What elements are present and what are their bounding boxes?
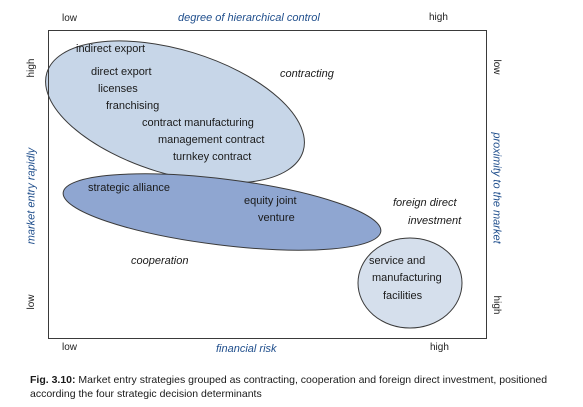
figure-caption: Fig. 3.10: Market entry strategies group…	[30, 373, 570, 401]
group-label-cooperation: cooperation	[131, 255, 189, 267]
diagram-frame	[48, 30, 487, 339]
fdi-ellipse	[357, 237, 463, 329]
item-management-contract: management contract	[158, 134, 265, 146]
caption-label: Fig. 3.10:	[30, 374, 76, 386]
right-axis-high: high	[491, 295, 502, 315]
item-equity-joint: equity joint	[244, 195, 297, 207]
cooperation-ellipse	[62, 173, 382, 251]
item-strategic-alliance: strategic alliance	[88, 182, 170, 194]
item-service-and: service and	[369, 255, 426, 267]
right-axis-low: low	[491, 59, 502, 75]
group-label-fdi-line2: investment	[408, 215, 462, 227]
bottom-axis-low: low	[62, 342, 78, 353]
bottom-axis-title: financial risk	[216, 343, 277, 355]
item-facilities: facilities	[383, 290, 423, 302]
left-axis-title: market entry rapidly	[25, 147, 38, 245]
left-axis-high: high	[26, 58, 37, 78]
caption-text: Market entry strategies grouped as contr…	[30, 374, 548, 400]
group-label-fdi-line1: foreign direct	[393, 197, 457, 209]
item-contract-manufacturing: contract manufacturing	[142, 117, 254, 129]
group-label-contracting: contracting	[280, 68, 334, 80]
left-axis-low: low	[26, 294, 37, 310]
top-axis-title: degree of hierarchical control	[178, 12, 320, 24]
item-franchising: franchising	[106, 100, 160, 112]
item-licenses: licenses	[98, 83, 138, 95]
item-direct-export: direct export	[91, 66, 152, 78]
contracting-ellipse	[45, 40, 305, 184]
bottom-axis-high: high	[430, 342, 449, 353]
top-axis-low: low	[62, 13, 78, 24]
right-axis-title: proximity to the market	[490, 132, 503, 244]
item-turnkey-contract: turnkey contract	[173, 151, 252, 163]
item-venture: venture	[258, 212, 295, 224]
item-manufacturing: manufacturing	[372, 272, 442, 284]
item-indirect-export: indirect export	[76, 43, 146, 55]
top-axis-high: high	[429, 12, 448, 23]
